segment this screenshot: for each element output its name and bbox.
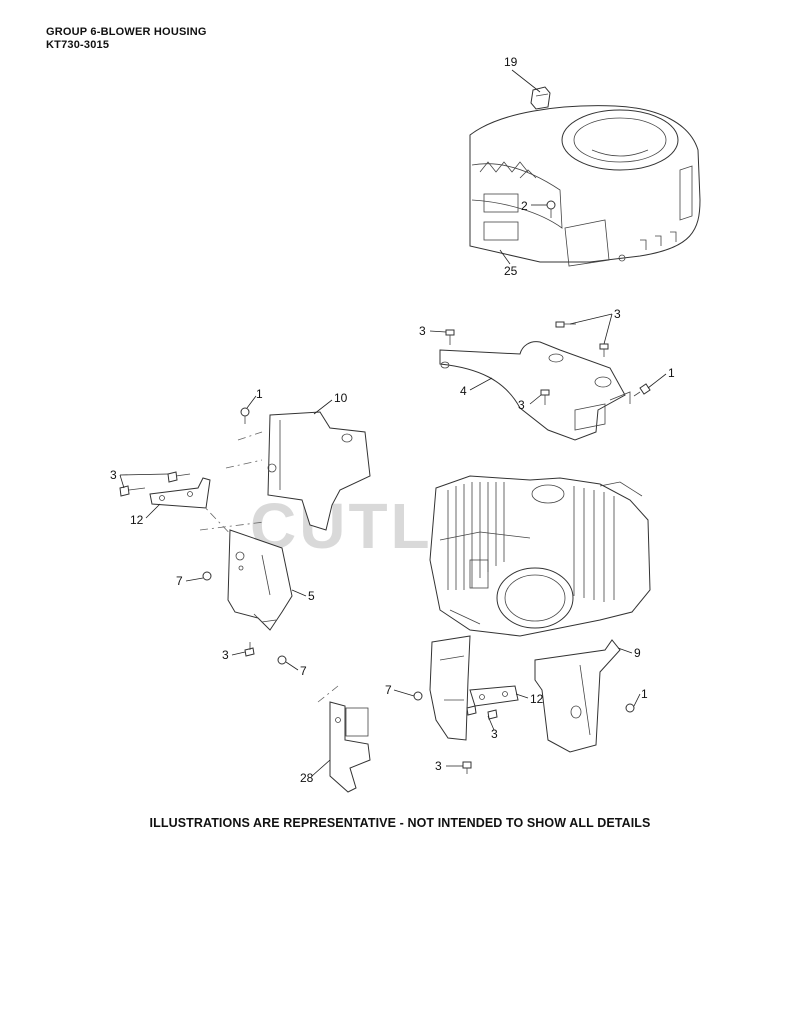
part-25-blower-housing	[469, 105, 701, 267]
callout-7: 7	[385, 683, 392, 697]
part-3-screw-a	[445, 329, 455, 345]
part-3-screw-h	[466, 705, 477, 716]
part-3-screw-i	[487, 709, 498, 720]
callout-25: 25	[504, 264, 518, 278]
part-3-screw-e	[119, 485, 146, 497]
part-10-baffle	[267, 411, 371, 531]
part-7-screw-b	[277, 655, 287, 665]
callout-1: 1	[668, 366, 675, 380]
part-3-screw-c	[599, 343, 609, 357]
callout-3: 3	[435, 759, 442, 773]
callout-2: 2	[521, 199, 528, 213]
part-1-screw-c	[625, 703, 635, 713]
part-5-baffle	[227, 529, 293, 631]
callout-3: 3	[518, 398, 525, 412]
diagram-group-title: GROUP 6-BLOWER HOUSING	[46, 26, 207, 38]
part-12-bracket-right	[469, 685, 519, 707]
part-4-bracket	[439, 341, 631, 441]
callout-leader-lines	[119, 69, 667, 777]
part-7-screw-c	[413, 691, 423, 701]
part-3-screw-f	[167, 471, 191, 483]
callout-3: 3	[419, 324, 426, 338]
part-3-screw-g	[244, 642, 255, 657]
callout-3: 3	[614, 307, 621, 321]
part-12-bracket-left	[149, 477, 211, 509]
callout-28: 28	[300, 771, 314, 785]
part-19-clip	[530, 86, 551, 110]
part-7-screw-a	[202, 571, 212, 581]
callout-5: 5	[308, 589, 315, 603]
part-3-screw-d	[540, 389, 550, 405]
callout-4: 4	[460, 384, 467, 398]
part-3-screw-j	[462, 761, 472, 774]
callout-1: 1	[256, 387, 263, 401]
part-3-screw-b	[555, 321, 576, 328]
callout-3: 3	[222, 648, 229, 662]
callout-3: 3	[110, 468, 117, 482]
callout-3: 3	[491, 727, 498, 741]
part-28-bracket	[329, 701, 371, 793]
model-number: KT730-3015	[46, 39, 110, 51]
callout-7: 7	[300, 664, 307, 678]
part-9-shroud	[534, 639, 621, 753]
part-1-screw-b	[240, 407, 250, 424]
engine-cylinder-block	[429, 475, 651, 637]
callout-1: 1	[641, 687, 648, 701]
disclaimer-note: ILLUSTRATIONS ARE REPRESENTATIVE - NOT I…	[149, 816, 651, 830]
callout-12: 12	[530, 692, 544, 706]
callout-10: 10	[334, 391, 348, 405]
lower-left-shroud	[429, 635, 471, 741]
callout-19: 19	[504, 55, 518, 69]
part-1-screw-a	[633, 383, 651, 397]
callout-7: 7	[176, 574, 183, 588]
callout-9: 9	[634, 646, 641, 660]
callout-12: 12	[130, 513, 144, 527]
